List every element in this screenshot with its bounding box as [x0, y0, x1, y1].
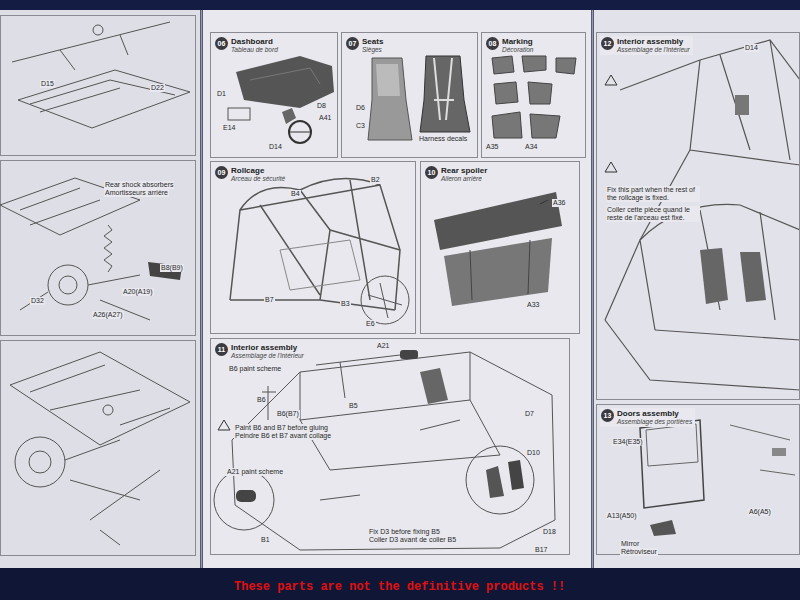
- part-label: C3: [355, 122, 366, 130]
- part-label: D18: [542, 528, 557, 536]
- part-label: A26(A27): [92, 311, 124, 319]
- part-label: B6 paint scheme: [228, 365, 282, 373]
- part-label: Coller D3 avant de coller B5: [368, 536, 457, 544]
- step-title: Marking: [502, 37, 533, 46]
- step-subtitle: Assemblage des portières: [617, 418, 692, 426]
- part-label: D10: [526, 449, 541, 457]
- step-title: Rollcage: [231, 166, 285, 175]
- part-label: D15: [40, 80, 55, 88]
- part-label: D1: [216, 90, 227, 98]
- part-label: Fix D3 before fixing B5: [368, 528, 441, 536]
- instruction-note: Fix this part when the rest of the rollc…: [606, 186, 700, 202]
- step-panel: 10Rear spoilerAileron arrière: [420, 161, 580, 334]
- part-label: A21 paint scheme: [226, 468, 284, 476]
- step-title: Rear spoiler: [441, 166, 487, 175]
- part-label: B1: [260, 536, 271, 544]
- part-label: A6(A5): [748, 508, 772, 516]
- step-title: Doors assembly: [617, 409, 692, 418]
- part-label: A13(A50): [606, 512, 638, 520]
- part-label: D14: [744, 44, 759, 52]
- part-label: Mirror: [620, 540, 640, 548]
- watermark: These parts are not the definitive produ…: [233, 580, 566, 594]
- part-label: E34(E35): [612, 438, 644, 446]
- part-label: A41: [318, 114, 332, 122]
- step-heading: 06DashboardTableau de bord: [214, 36, 281, 55]
- step-heading: 07SeatsSièges: [345, 36, 386, 55]
- step-panel: 08MarkingDécoration: [481, 32, 586, 158]
- part-label: Paint B6 and B7 before gluing: [234, 424, 329, 432]
- step-heading: 10Rear spoilerAileron arrière: [424, 165, 490, 184]
- part-label: Rear shock absorbers: [104, 181, 174, 189]
- instruction-note: Coller cette pièce quand le reste de l'a…: [606, 206, 700, 222]
- part-label: Rétroviseur: [620, 548, 658, 556]
- step-panel: 09RollcageArceau de sécurité: [210, 161, 416, 334]
- part-label: B7: [264, 296, 275, 304]
- part-label: A21: [376, 342, 390, 350]
- step-heading: 13Doors assemblyAssemblage des portières: [600, 408, 695, 427]
- step-heading: 08MarkingDécoration: [485, 36, 536, 55]
- step-subtitle: Tableau de bord: [231, 46, 278, 54]
- part-label: Amortisseurs arrière: [104, 189, 169, 197]
- part-label: B8(B9): [160, 264, 184, 272]
- step-subtitle: Aileron arrière: [441, 175, 487, 183]
- step-subtitle: Arceau de sécurité: [231, 175, 285, 183]
- step-title: Interior assembly: [617, 37, 690, 46]
- part-label: B17: [534, 546, 548, 554]
- part-label: D14: [268, 143, 283, 151]
- part-label: D8: [316, 102, 327, 110]
- part-label: B5: [348, 402, 359, 410]
- step-number: 07: [346, 37, 359, 50]
- part-label: D6: [355, 104, 366, 112]
- part-label: A33: [526, 301, 540, 309]
- part-label: Peindre B6 et B7 avant collage: [234, 432, 332, 440]
- part-label: D32: [30, 297, 45, 305]
- step-heading: 12Interior assemblyAssemblage de l'intér…: [600, 36, 693, 55]
- step-subtitle: Assemblage de l'intérieur: [231, 352, 304, 360]
- step-panel: 13Doors assemblyAssemblage des portières: [596, 404, 800, 555]
- part-label: E14: [222, 124, 236, 132]
- step-number: 08: [486, 37, 499, 50]
- step-subtitle: Sièges: [362, 46, 383, 54]
- step-title: Interior assembly: [231, 343, 304, 352]
- step-subtitle: Assemblage de l'intérieur: [617, 46, 690, 54]
- part-label: B6(B7): [276, 410, 300, 418]
- step-subtitle: Décoration: [502, 46, 533, 54]
- part-label: E6: [365, 320, 376, 328]
- step-panel: 06DashboardTableau de bord: [210, 32, 338, 158]
- part-label: D22: [150, 84, 165, 92]
- step-heading: 11Interior assemblyAssemblage de l'intér…: [214, 342, 307, 361]
- part-label: D7: [524, 410, 535, 418]
- step-number: 12: [601, 37, 614, 50]
- step-title: Seats: [362, 37, 383, 46]
- part-label: A20(A19): [122, 288, 154, 296]
- step-number: 09: [215, 166, 228, 179]
- step-heading: 09RollcageArceau de sécurité: [214, 165, 288, 184]
- step-title: Dashboard: [231, 37, 278, 46]
- part-label: A35: [485, 143, 499, 151]
- step-number: 06: [215, 37, 228, 50]
- step-number: 10: [425, 166, 438, 179]
- part-label: B4: [290, 190, 301, 198]
- part-label: A34: [524, 143, 538, 151]
- step-number: 13: [601, 409, 614, 422]
- part-label: A36: [552, 199, 566, 207]
- part-label: B2: [370, 176, 381, 184]
- step-number: 11: [215, 343, 228, 356]
- part-label: Harness decals: [418, 135, 468, 143]
- part-label: B3: [340, 300, 351, 308]
- part-label: B6: [256, 396, 267, 404]
